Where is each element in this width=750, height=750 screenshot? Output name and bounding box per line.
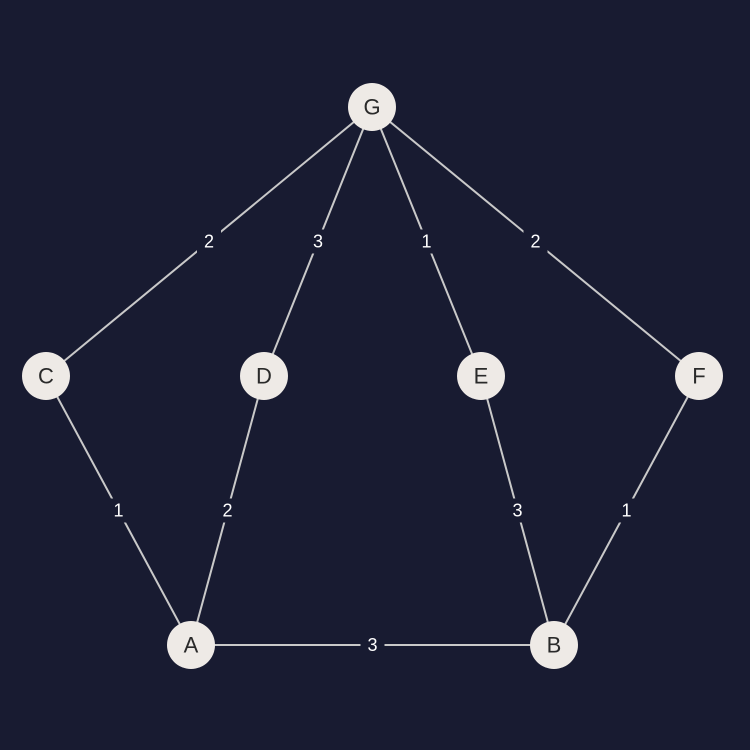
edge-weight-label: 2 — [530, 232, 540, 252]
node-label: F — [692, 364, 705, 389]
edge-label-background — [106, 498, 131, 523]
nodes-layer: G C D E F A B — [22, 83, 723, 669]
edge-E-B: 3 — [480, 375, 555, 646]
node-label: G — [363, 95, 380, 120]
node-circle — [457, 352, 505, 400]
node-F: F — [675, 352, 723, 400]
edge-weight-label: 3 — [367, 635, 377, 655]
node-E: E — [457, 352, 505, 400]
edge-weight-label: 1 — [113, 501, 123, 521]
edge-label-background — [414, 229, 439, 254]
node-circle — [240, 352, 288, 400]
edge-label-background — [197, 229, 221, 254]
edge-label-background — [215, 498, 240, 523]
node-circle — [530, 621, 578, 669]
edge-label-background — [505, 498, 530, 523]
node-C: C — [22, 352, 70, 400]
node-D: D — [240, 352, 288, 400]
node-label: E — [474, 364, 489, 389]
edge-F-B: 1 — [553, 375, 700, 646]
edge-weight-label: 3 — [313, 232, 323, 252]
edge-label-background — [306, 229, 330, 254]
node-circle — [348, 83, 396, 131]
edge-C-A: 1 — [45, 375, 192, 646]
edge-label-background — [614, 498, 639, 523]
node-B: B — [530, 621, 578, 669]
node-A: A — [167, 621, 215, 669]
node-label: D — [256, 364, 272, 389]
node-circle — [167, 621, 215, 669]
edge-weight-label: 1 — [421, 232, 431, 252]
edge-label-background — [523, 229, 548, 254]
node-circle — [22, 352, 70, 400]
edges-layer: 2 3 1 2 1 2 3 1 3 — [45, 106, 700, 657]
node-label: C — [38, 364, 54, 389]
edge-D-A: 2 — [190, 375, 265, 646]
edge-label-background — [360, 633, 385, 657]
edge-weight-label: 1 — [621, 501, 631, 521]
edge-A-B: 3 — [191, 633, 554, 657]
edge-G-F: 2 — [371, 106, 700, 377]
edge-weight-label: 2 — [222, 501, 232, 521]
node-circle — [675, 352, 723, 400]
edge-G-C: 2 — [45, 106, 373, 377]
edge-weight-label: 2 — [204, 232, 214, 252]
edge-weight-label: 3 — [512, 501, 522, 521]
node-G: G — [348, 83, 396, 131]
node-label: B — [547, 633, 562, 658]
edge-G-E: 1 — [371, 106, 482, 377]
node-label: A — [184, 633, 199, 658]
edge-G-D: 3 — [263, 106, 373, 377]
